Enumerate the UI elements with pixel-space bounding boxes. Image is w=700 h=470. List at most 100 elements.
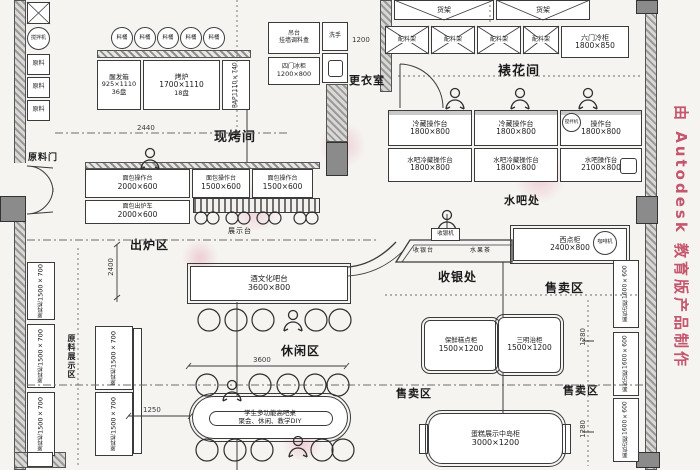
counter-hatch — [97, 50, 251, 58]
material-cabinet: 原料柜 1500×700 — [27, 392, 55, 456]
column — [636, 196, 658, 224]
display-counter-label: 展示台 — [228, 227, 252, 235]
cash-register: 收银机 — [431, 228, 460, 241]
area-label-sales-mid: 售卖区 — [545, 281, 585, 295]
six-door-fridge: 六门冷柜 1800×850 — [561, 26, 629, 58]
cake-island-cabinet: 蛋糕展示中岛柜 3000×1200 — [425, 410, 566, 467]
column — [636, 452, 660, 468]
fresh-pastry-cabinet: 保鲜糕点柜 1500×1200 — [421, 317, 501, 374]
rap-machine: RAP 1110×740 — [222, 60, 250, 110]
oven: 烤炉 1700×1110 18盘 — [143, 60, 220, 110]
area-label-fresh-bake-room: 现烤间 — [214, 130, 257, 145]
diy-bar-table: 学生多功能高吧桌 聚会、休闲、教学DIY — [189, 393, 351, 442]
sink-basin — [620, 158, 637, 174]
four-door-fridge: 四门冰柜 1200×800 — [268, 57, 320, 85]
area-label-changing-room: 更衣室 — [349, 74, 385, 87]
area-label-material-door: 原料门 — [28, 153, 59, 163]
material-barrel: 料桶 — [203, 27, 225, 49]
curved-counter — [347, 241, 397, 268]
door-leaf — [26, 187, 54, 215]
cold-work-table: 冷藏操作台 1800×800 — [474, 110, 558, 146]
area-label-water-bar: 水吧处 — [504, 194, 540, 207]
person-icon — [510, 87, 530, 110]
ingredient-rack: 配料架 — [385, 26, 429, 54]
partition-wall — [326, 84, 348, 142]
area-label-cashier: 收银处 — [438, 270, 478, 284]
ingredient-rack: 配料架 — [523, 26, 559, 54]
material-barrel: 料桶 — [134, 27, 156, 49]
hanging-spice-shelf: 吊台 挂墙调料盒 — [268, 22, 320, 54]
x-box-fixture — [27, 2, 50, 24]
storage-rack: 货架 — [496, 0, 590, 20]
area-label-oven-out-zone: 出炉区 — [130, 238, 170, 252]
bread-side-cabinet: 面包边柜 1600×600 — [613, 260, 639, 328]
material-cabinet: 原料柜 1500×700 — [27, 324, 55, 388]
column — [326, 142, 348, 176]
material-barrel: 料桶 — [157, 27, 179, 49]
dim-1200: 1200 — [352, 36, 370, 44]
ingredient-box: 原料 — [27, 77, 50, 98]
person-icon — [578, 87, 598, 110]
island-end-panel — [562, 424, 571, 454]
material-barrel: 料桶 — [180, 27, 202, 49]
curved-counter — [347, 249, 405, 277]
bar-stools — [197, 308, 352, 332]
ingredient-rack: 配料架 — [431, 26, 475, 54]
ingredient-box: 原料 — [27, 54, 50, 75]
mixer-equipment: 搅拌机 — [27, 27, 50, 50]
sink-basin — [328, 60, 343, 77]
column — [636, 0, 658, 14]
cold-work-table: 冷藏操作台 1800×800 — [388, 110, 472, 146]
bar-work-table: 水吧操作台 2100×800 — [560, 148, 642, 182]
sandwich-cabinet: 三明治柜 1500×1200 — [495, 314, 564, 376]
island-end-panel — [419, 424, 428, 454]
column — [0, 196, 26, 222]
counter-hatch — [85, 162, 320, 169]
coffee-machine: 咖啡机 — [593, 231, 617, 255]
fruit-tea-label: 水果茶 — [470, 247, 492, 254]
door-leaf — [399, 63, 444, 109]
bread-work-table: 面包操作台 2000×600 — [85, 169, 190, 198]
bread-side-cabinet: 面包边柜 1600×600 — [613, 398, 639, 462]
area-label-decorating-room: 裱花间 — [498, 64, 541, 79]
bread-cart: 面包出炉车 2000×600 — [85, 200, 190, 224]
table-inner-line — [209, 411, 333, 426]
dim-1280: 1280 — [579, 420, 587, 438]
area-label-sales-left: 售卖区 — [396, 387, 432, 400]
small-fixture — [27, 452, 53, 467]
dim-2440: 2440 — [137, 124, 155, 132]
material-barrel: 料桶 — [111, 27, 133, 49]
material-cabinet: 原料柜 1500×700 — [95, 326, 133, 390]
dim-3600: 3600 — [253, 356, 271, 364]
bar-cold-table: 水吧冷藏操作台 1800×800 — [474, 148, 558, 182]
dim-1250: 1250 — [143, 406, 161, 414]
door-leaf — [26, 165, 54, 193]
storage-rack: 货架 — [394, 0, 494, 20]
material-cabinet: 原料柜 1500×700 — [95, 392, 133, 456]
culture-bar-counter: 酒文化吧台 3600×800 — [187, 263, 351, 304]
ingredient-rack: 配料架 — [477, 26, 521, 54]
proofer-box: 醒发箱 925×1110 36盘 — [97, 60, 141, 110]
dim-2400: 2400 — [107, 258, 115, 276]
left-wall — [14, 0, 26, 470]
bread-side-cabinet: 面包边柜 1600×600 — [613, 332, 639, 396]
ingredient-box: 原料 — [27, 100, 50, 121]
person-icon — [445, 87, 465, 110]
sink — [322, 53, 348, 83]
material-cabinet: 原料柜 1500×700 — [27, 262, 55, 320]
mixer-equipment: 搅拌机 — [562, 113, 581, 132]
bread-work-table: 面包操作台 1500×600 — [192, 169, 250, 198]
diy-stools-bottom — [195, 438, 355, 462]
autodesk-watermark: 由 Autodesk 教育版产品制作 — [672, 105, 690, 370]
cabinet-side-panel — [133, 328, 142, 454]
right-wall — [645, 0, 657, 470]
bar-cold-table: 水吧冷藏操作台 1800×800 — [388, 148, 472, 182]
area-label-sales-right: 售卖区 — [563, 384, 599, 397]
cash-desk-label: 收银台 — [413, 247, 435, 254]
area-label-material-display: 原料展示区 — [67, 334, 76, 379]
area-label-leisure: 休闲区 — [281, 344, 321, 358]
hand-wash-station: 洗手 — [322, 22, 348, 51]
bread-work-table: 面包操作台 1500×600 — [252, 169, 313, 198]
diy-stools-top — [195, 373, 350, 397]
